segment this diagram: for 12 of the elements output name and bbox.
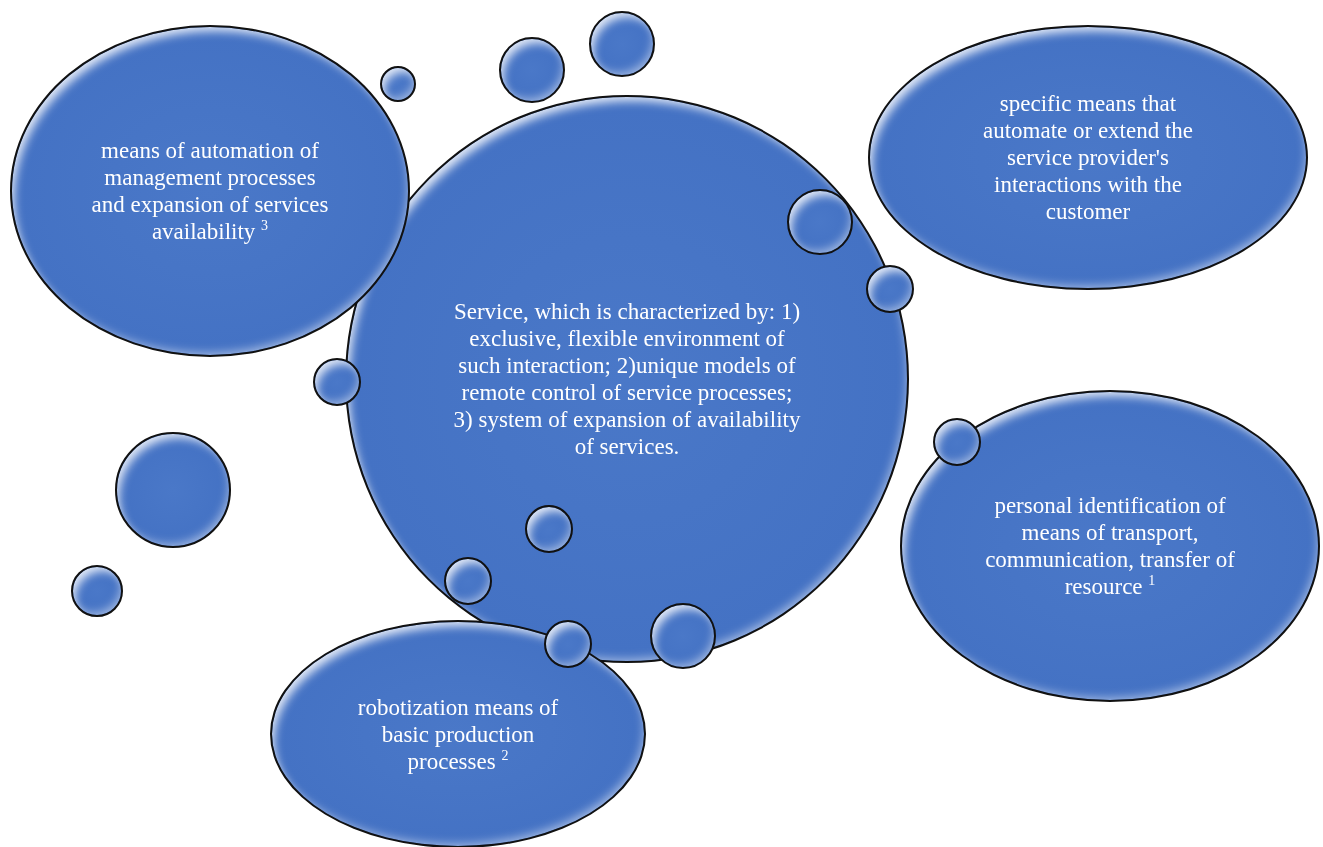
bubble-circle (525, 505, 573, 553)
node-text: robotization means of basic production processes $^{2}$ (356, 693, 560, 775)
bubble-circle (380, 66, 416, 102)
bubble-circle (933, 418, 981, 466)
node-text: Service, which is characterized by: 1) exclusive, flexible environment of such interaction; 2)unique models of remote control of service processes; 3) system of expansion of availability of services. (452, 298, 802, 460)
node-text: means of automation of management processes and expansion of services availability $^{3}$ (90, 137, 330, 245)
bubble-circle (444, 557, 492, 605)
node-text: specific means that automate or extend the service provider's interactions with the customer (981, 90, 1195, 225)
bubble-circle (313, 358, 361, 406)
bubble-circle (866, 265, 914, 313)
node-text: personal identification of means of transport, communication, transfer of resource $^{1}$ (984, 492, 1236, 600)
bubble-circle (71, 565, 123, 617)
